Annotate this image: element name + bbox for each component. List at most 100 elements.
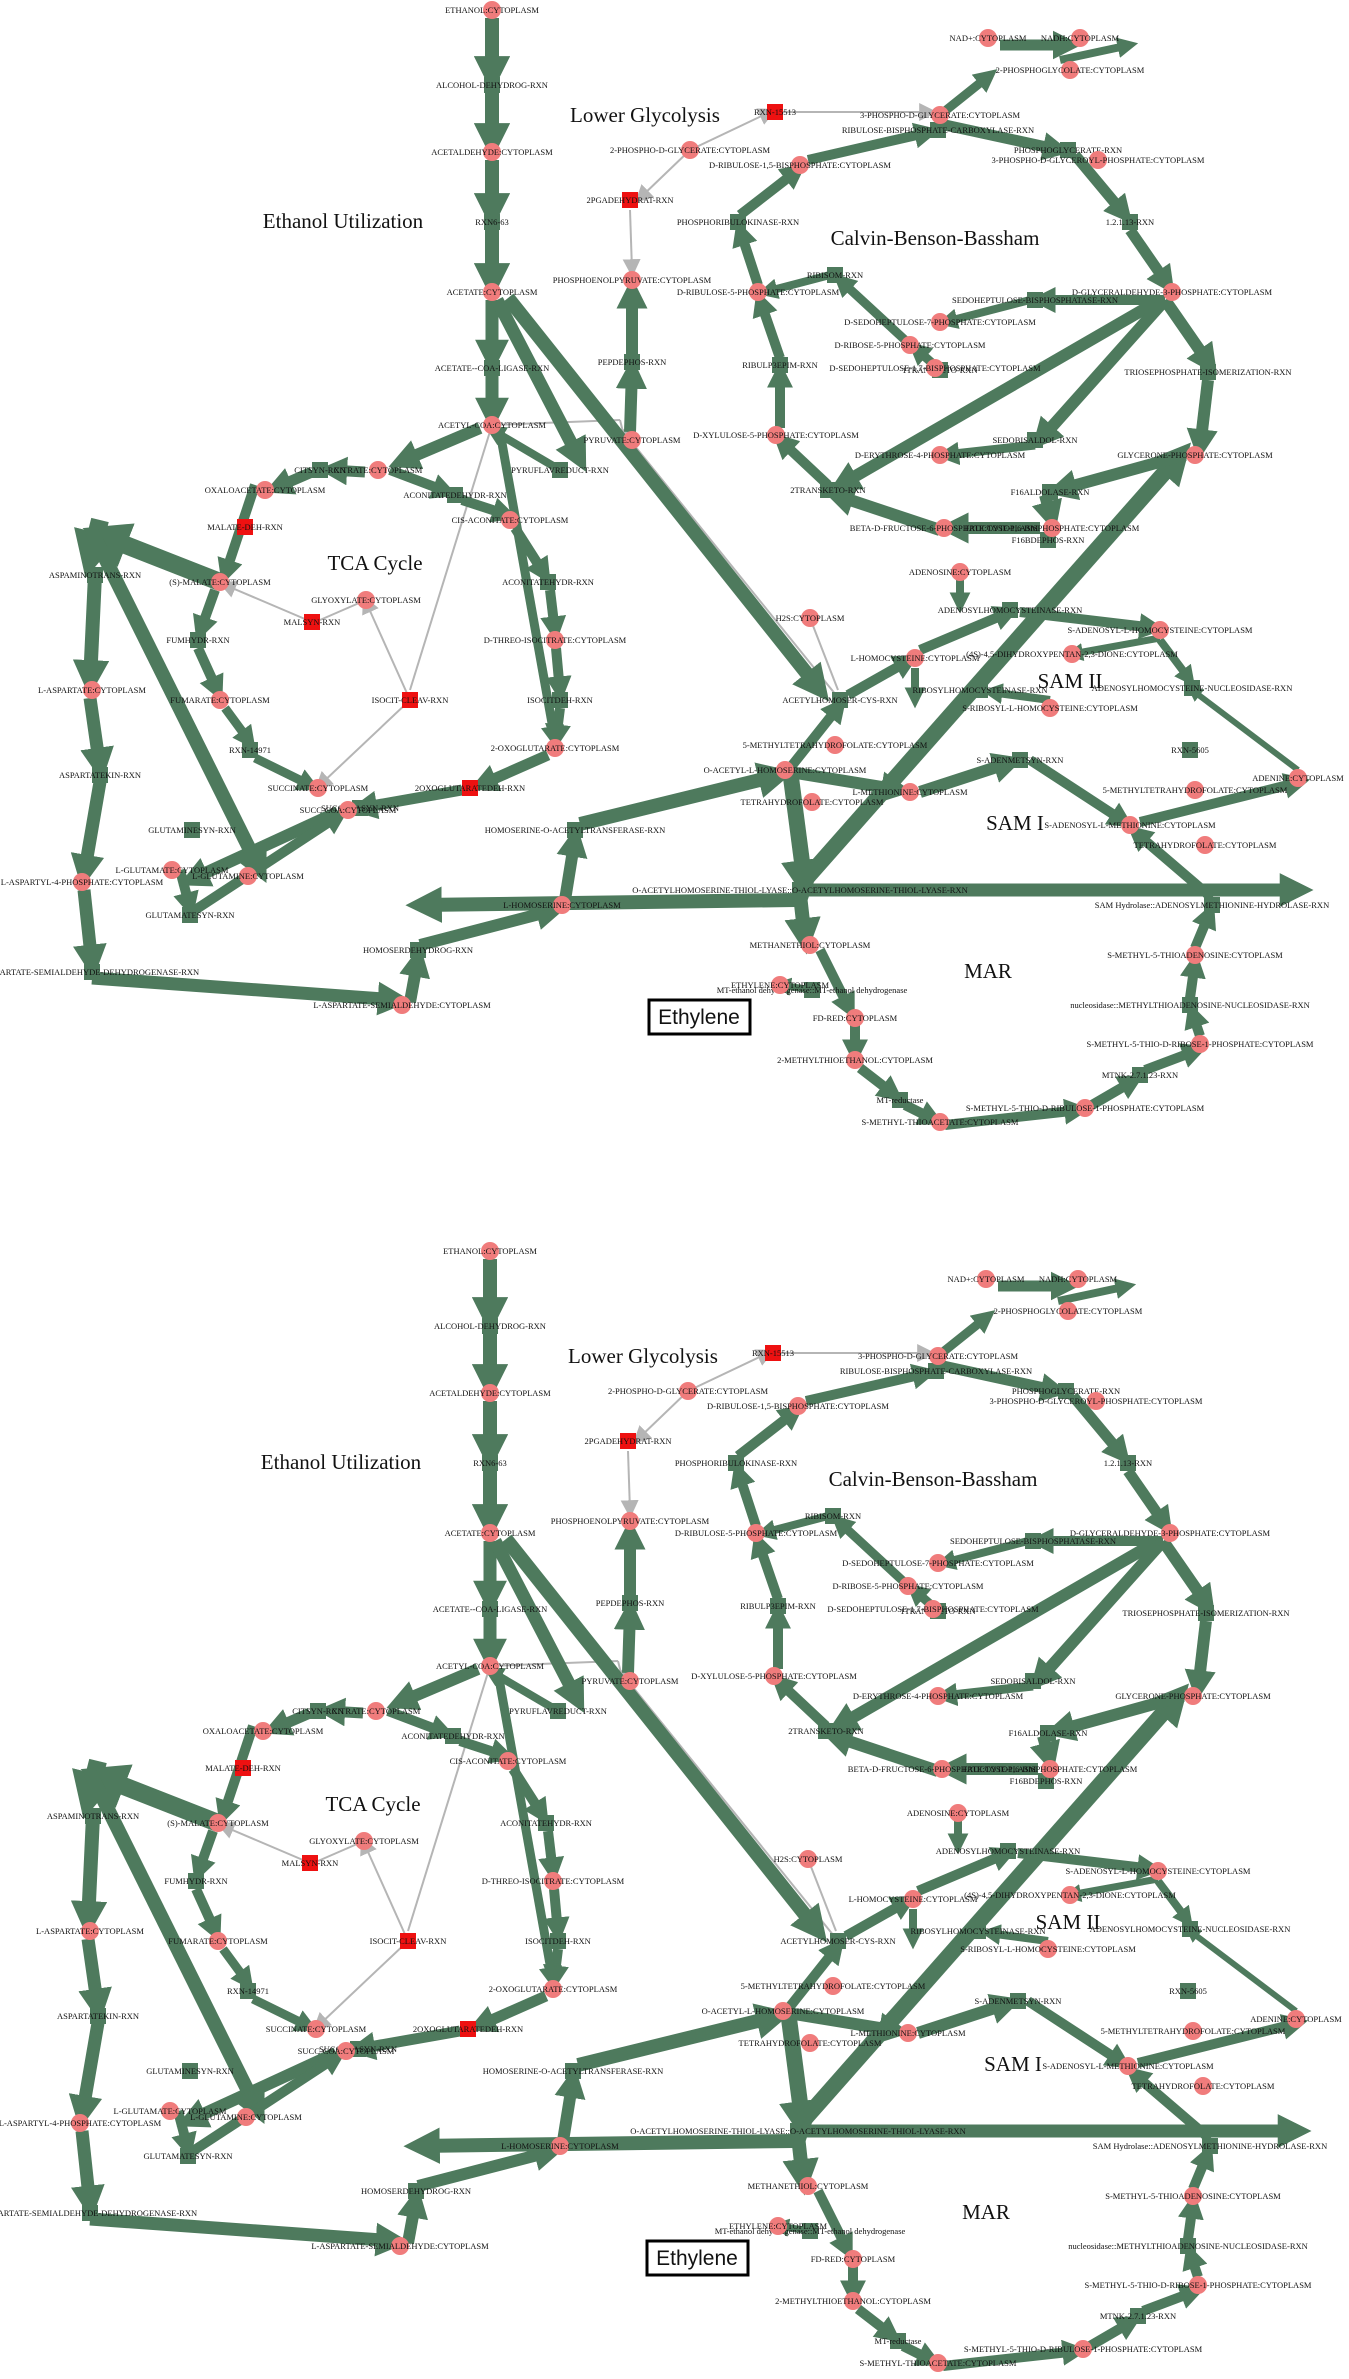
metabolite-label: 5-METHYLTETRAHYDROFOLATE:CYTOPLASM	[741, 1981, 926, 1991]
reaction-label: 2TRANSKETO-RXN	[790, 485, 865, 495]
reaction-node	[622, 1595, 638, 1611]
flux-edge	[405, 886, 796, 923]
metabolite-label: CITRATE:CYTOPLASM	[332, 1706, 421, 1716]
metabolite-label: ADENINE:CYTOPLASM	[1250, 2014, 1342, 2024]
flux-edge	[556, 825, 588, 901]
metabolite-node	[933, 1760, 951, 1778]
flux-edge	[829, 294, 1164, 492]
metabolite-label: S-ADENOSYL-L-HOMOCYSTEINE:CYTOPLASM	[1066, 1866, 1251, 1876]
metabolite-node	[1119, 2057, 1137, 2075]
reaction-label: SEDOBISALDOL-RXN	[993, 435, 1078, 445]
metabolite-node	[161, 2102, 179, 2120]
metabolite-label: D-GLYCERALDEHYDE-3-PHOSPHATE:CYTOPLASM	[1070, 1528, 1271, 1538]
metabolite-label: L-HOMOSERINE:CYTOPLASM	[501, 2141, 619, 2151]
flux-edge	[843, 1895, 918, 1941]
metabolite-label: D-SEDOHEPTULOSE-7-PHOSPHATE:CYTOPLASM	[842, 1558, 1034, 1568]
metabolite-node	[211, 691, 229, 709]
metabolite-label: 2-OXOGLUTARATE:CYTOPLASM	[491, 743, 620, 753]
region-title: Ethanol Utilization	[263, 209, 424, 233]
reaction-label: PYRUFLAVREDUCT-RXN	[511, 465, 609, 475]
flux-edge	[71, 2130, 105, 2220]
reaction-node	[1058, 1383, 1074, 1399]
flux-edge	[253, 753, 321, 791]
metabolite-node	[767, 426, 785, 444]
flux-edge	[781, 768, 823, 902]
reaction-label: RXN-5605	[1171, 745, 1209, 755]
metabolite-node	[1061, 1886, 1079, 1904]
region-title: Calvin-Benson-Bassham	[829, 1467, 1038, 1491]
region-title: SAM II	[1038, 669, 1103, 693]
flux-edge	[821, 1727, 940, 1777]
metabolite-node	[846, 1051, 864, 1069]
reaction-node	[482, 1601, 498, 1617]
flux-edge	[900, 2341, 943, 2366]
flux-edge	[1182, 2243, 1208, 2279]
region-title: SAM II	[1036, 1910, 1101, 1934]
metabolite-node	[899, 2024, 917, 2042]
reaction-label: MALATE-DEH-RXN	[205, 1763, 281, 1773]
reaction-label: HOMOSERDEHYDROG-RXN	[363, 945, 473, 955]
flux-edge	[1154, 1878, 1193, 1928]
metabolite-label: 2-OXOGLUTARATE:CYTOPLASM	[489, 1984, 618, 1994]
metabolite-node	[931, 106, 949, 124]
reaction-label: HOMOSERDEHYDROG-RXN	[361, 2186, 471, 2196]
ethylene-box	[645, 2239, 750, 2277]
reaction-label: MT-ethanol dehydrogenase::MT-ethanol deh…	[717, 985, 908, 995]
reaction-node	[180, 2148, 196, 2164]
reaction-node	[237, 519, 253, 535]
metabolite-label: D-XYLULOSE-5-PHOSPHATE:CYTOPLASM	[691, 1671, 857, 1681]
reaction-node	[447, 487, 463, 503]
metabolite-node	[1074, 2340, 1092, 2358]
reaction-node	[970, 1923, 986, 1939]
flux-edge	[192, 809, 349, 915]
flux-edge	[1064, 634, 1161, 661]
reaction-label: ALCOHOL-DEHYDROG-RXN	[434, 1321, 546, 1331]
metabolite-label: 2-METHYLTHIOETHANOL:CYTOPLASM	[777, 1055, 933, 1065]
metabolite-node	[681, 141, 699, 159]
reaction-node	[790, 2123, 806, 2139]
metabolite-label: 3-PHOSPHO-D-GLYCEROYL-PHOSPHATE:CYTOPLAS…	[992, 155, 1205, 165]
metabolite-label: 2-PHOSPHOGLYCOLATE:CYTOPLASM	[994, 1306, 1143, 1316]
reaction-node	[484, 77, 500, 93]
flux-edge	[1141, 2284, 1206, 2316]
metabolite-label: NAD+:CYTOPLASM	[948, 1274, 1025, 1284]
flux-edge	[779, 2009, 821, 2143]
metabolite-label: SUCCINATE:CYTOPLASM	[268, 783, 369, 793]
metabolite-node	[307, 2020, 325, 2038]
metabolite-label: FRUCTOSE-1,6-BISPHOSPHATE:CYTOPLASM	[965, 523, 1140, 533]
metabolite-label: GLYOXYLATE:CYTOPLASM	[309, 1836, 419, 1846]
reaction-node	[1040, 1725, 1056, 1741]
reaction-label: MT-reductase	[875, 2336, 922, 2346]
metabolite-label: CIS-ACONITATE:CYTOPLASM	[452, 515, 569, 525]
reaction-label: SAM Hydrolase::ADENOSYLMETHIONINE-HYDROL…	[1093, 2141, 1327, 2151]
flux-edge	[540, 589, 567, 643]
metabolite-label: D-RIBULOSE-5-PHOSPHATE:CYTOPLASM	[677, 287, 840, 297]
reaction-label: RIBISOM-RXN	[807, 270, 863, 280]
flux-edge	[1068, 1392, 1131, 1465]
metabolite-label: PYRUVATE:CYTOPLASM	[584, 435, 681, 445]
metabolite-node	[357, 591, 375, 609]
metabolite-label: L-ASPARTATE:CYTOPLASM	[38, 685, 146, 695]
reaction-label: RXN6-63	[473, 1458, 507, 1468]
region-title: TCA Cycle	[325, 1792, 420, 1816]
metabolite-node	[1069, 1270, 1087, 1288]
reaction-label: HOMOSERINE-O-ACETYLTRANSFERASE-RXN	[483, 2066, 664, 2076]
metabolite-label: D-RIBULOSE-1,5-BISPHOSPHATE:CYTOPLASM	[707, 1401, 889, 1411]
metabolite-node	[1059, 1302, 1077, 1320]
metabolite-node	[747, 1524, 765, 1542]
flux-edge	[73, 889, 107, 979]
flux-edge	[91, 971, 412, 1016]
reaction-node	[1060, 142, 1076, 158]
metabolite-node	[355, 1832, 373, 1850]
flux-edge	[1184, 1620, 1216, 1702]
metabolite-label: L-ASPARTYL-4-PHOSPHATE:CYTOPLASM	[0, 2118, 162, 2128]
flux-edge	[399, 945, 430, 1004]
metabolite-label: D-SEDOHEPTULOSE-1,7-BISPHOSPHATE:CYTOPLA…	[827, 1604, 1039, 1614]
reaction-label: ALCOHOL-DEHYDROG-RXN	[436, 80, 548, 90]
reaction-node	[550, 1703, 566, 1719]
metabolite-node	[949, 1804, 967, 1822]
flux-edge	[1019, 607, 1166, 640]
reaction-node	[1182, 997, 1198, 1013]
metabolite-label: TETRAHYDROFOLATE:CYTOPLASM	[1134, 840, 1277, 850]
